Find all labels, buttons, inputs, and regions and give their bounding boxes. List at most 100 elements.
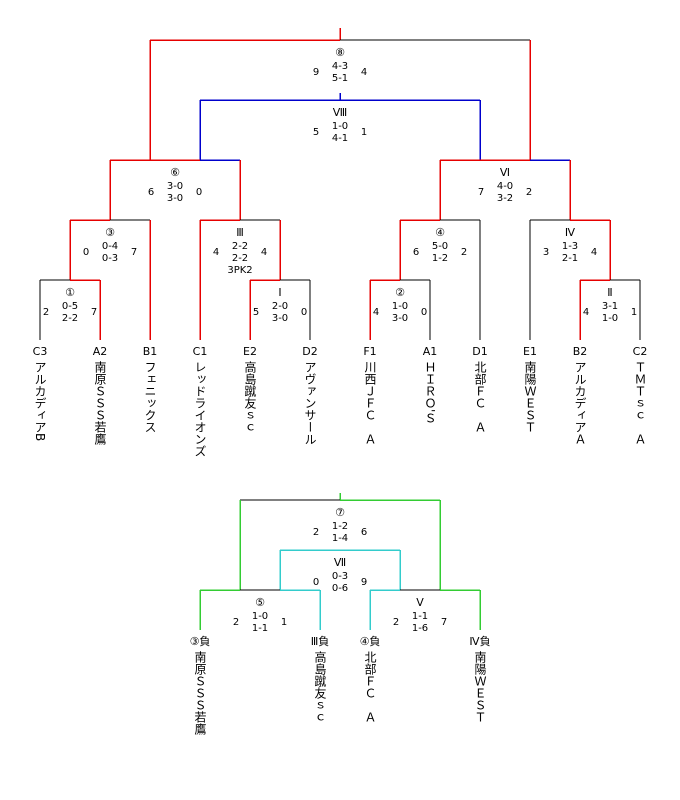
loser-team-name: 高島蹴友ｓｃ (313, 650, 327, 723)
loser-team-name: 南原ＳＳＳ若鷹 (193, 650, 207, 736)
match-r7-score-first-half: 0-3 (332, 571, 348, 582)
match-r1-score-first-half: 2-0 (272, 301, 288, 312)
team-c1: C1 レッドライオンズ (193, 345, 208, 457)
match-r7-number: Ⅶ (334, 556, 346, 569)
team-code: D1 (472, 345, 487, 358)
match-m8-number: ⑧ (335, 46, 345, 59)
loser-team-code: Ⅳ負 (469, 635, 490, 648)
match-r5-score-second-half: 1-6 (412, 623, 428, 634)
match-m3-number: ③ (105, 226, 115, 239)
match-m7-right-total: 6 (361, 527, 367, 538)
match-m6-score-first-half: 3-0 (167, 181, 183, 192)
match-r2-score-second-half: 1-0 (602, 313, 618, 324)
match-r5-number: Ⅴ (416, 596, 424, 609)
team-code: C2 (633, 345, 648, 358)
team-b1: B1 フェニックス (143, 345, 158, 433)
match-m7-score-second-half: 1-4 (332, 533, 348, 544)
match-m1-number: ① (65, 286, 75, 299)
match-r7-score-second-half: 0-6 (332, 583, 348, 594)
team-b2: B2 アルカディアＡ (573, 345, 588, 445)
team-d2: D2 アヴァンサール (302, 345, 317, 445)
match-m5-score-first-half: 1-0 (252, 611, 268, 622)
match-m2-left-total: 4 (373, 307, 379, 318)
team-name: アルカディアＡ (573, 361, 587, 445)
match-m3-right-total: 7 (131, 247, 137, 258)
match-m2-number: ② (395, 286, 405, 299)
match-r5-score-first-half: 1-1 (412, 611, 428, 622)
match-r2-score-first-half: 3-1 (602, 301, 618, 312)
match-r1-left-total: 5 (253, 307, 259, 318)
team-name: フェニックス (143, 361, 157, 433)
team-code: D2 (302, 345, 317, 358)
match-r8-score-first-half: 1-0 (332, 121, 348, 132)
match-r2-right-total: 1 (631, 307, 637, 318)
match-m7-score-first-half: 1-2 (332, 521, 348, 532)
match-m2-score-second-half: 3-0 (392, 313, 408, 324)
team-e2: E2 高島蹴友ｓｃ (243, 345, 257, 433)
match-r8-left-total: 5 (313, 127, 319, 138)
team-code: B2 (573, 345, 588, 358)
team-name: アヴァンサール (303, 361, 317, 445)
match-m1-score-first-half: 0-5 (62, 301, 78, 312)
team-code: C3 (33, 345, 48, 358)
match-m1-right-total: 7 (91, 307, 97, 318)
match-r7-left-total: 0 (313, 577, 319, 588)
team-name: アルカディアB (33, 361, 47, 441)
team-name: 高島蹴友ｓｃ (243, 360, 257, 433)
match-m4-score-first-half: 5-0 (432, 241, 448, 252)
match-m4-number: ④ (435, 226, 445, 239)
match-m7-left-total: 2 (313, 527, 319, 538)
team-code: C1 (193, 345, 208, 358)
match-r5-right-total: 7 (441, 617, 447, 628)
loser-team-name: 北部ＦＣ Ａ (363, 651, 377, 723)
match-m4-left-total: 6 (413, 247, 419, 258)
match-r3-score-second-half: 2-2 (232, 253, 248, 264)
match-m3-score-second-half: 0-3 (102, 253, 118, 264)
match-r2-number: Ⅱ (607, 286, 612, 299)
match-r4-right-total: 4 (591, 247, 597, 258)
match-r3-pk-result: 3PK2 (227, 265, 252, 276)
team-name: 南陽ＷＥＳＴ (523, 360, 537, 433)
match-r5-left-total: 2 (393, 617, 399, 628)
match-r4-score-first-half: 1-3 (562, 241, 578, 252)
match-r2-left-total: 4 (583, 307, 589, 318)
loser-team-code: ④負 (360, 635, 381, 648)
team-name: 南原ＳＳＳ若鷹 (93, 360, 107, 446)
match-m6-number: ⑥ (170, 166, 180, 179)
match-m8-score-first-half: 4-3 (332, 61, 348, 72)
match-m5-score-second-half: 1-1 (252, 623, 268, 634)
match-r8-score-second-half: 4-1 (332, 133, 348, 144)
match-m5-number: ⑤ (255, 596, 265, 609)
match-m1-score-second-half: 2-2 (62, 313, 78, 324)
team-name: レッドライオンズ (193, 361, 207, 457)
match-r6-left-total: 7 (478, 187, 484, 198)
match-r1-right-total: 0 (301, 307, 307, 318)
team-name: ＨＩＲＯ'Ｓ (423, 361, 437, 424)
match-r7-right-total: 9 (361, 577, 367, 588)
team-code: E2 (243, 345, 257, 358)
match-m3-left-total: 0 (83, 247, 89, 258)
match-r3-score-first-half: 2-2 (232, 241, 248, 252)
match-m6-score-second-half: 3-0 (167, 193, 183, 204)
match-m6-left-total: 6 (148, 187, 154, 198)
match-r8-number: Ⅷ (333, 106, 348, 119)
match-r6-number: Ⅵ (500, 166, 510, 179)
team-code: B1 (143, 345, 158, 358)
match-m4-score-second-half: 1-2 (432, 253, 448, 264)
match-r3-number: Ⅲ (236, 226, 244, 239)
team-name: ＴＭＴｓｃ Ａ (633, 361, 647, 445)
match-r4-number: Ⅳ (565, 226, 576, 239)
match-m2-right-total: 0 (421, 307, 427, 318)
team-code: A1 (423, 345, 438, 358)
match-r1-score-second-half: 3-0 (272, 313, 288, 324)
loser-team-name: 南陽ＷＥＳＴ (473, 650, 487, 723)
